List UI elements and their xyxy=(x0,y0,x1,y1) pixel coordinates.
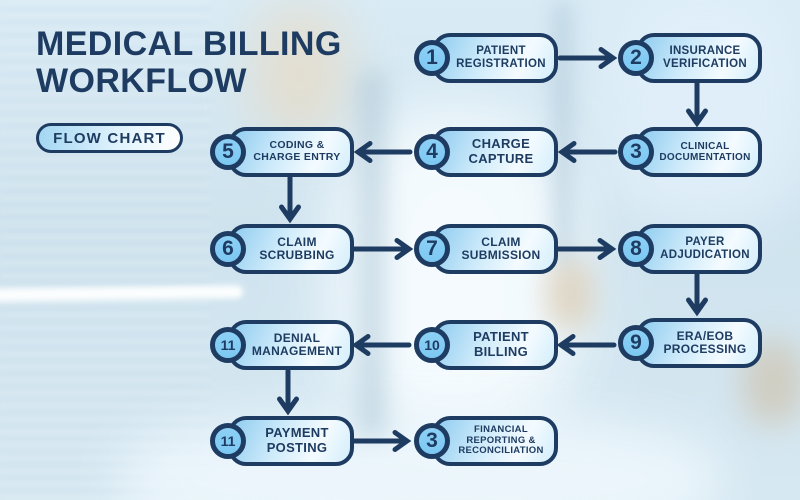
step-number-badge: 3 xyxy=(618,134,654,170)
step-label: CLINICAL DOCUMENTATION xyxy=(659,140,751,163)
flow-node-era-eob-processing: 9 ERA/EOB PROCESSING xyxy=(618,318,762,368)
flow-arrow-head xyxy=(351,334,371,356)
page-title: MEDICAL BILLING WORKFLOW xyxy=(36,26,406,100)
flow-arrow-head xyxy=(277,396,299,416)
bg-pillar xyxy=(358,70,386,440)
step-number-badge: 11 xyxy=(210,423,246,459)
step-label: PATIENT BILLING xyxy=(473,329,529,359)
flow-node-patient-billing: 10 PATIENT BILLING xyxy=(414,320,558,370)
badge-label: FLOW CHART xyxy=(53,129,166,147)
step-label: PAYMENT POSTING xyxy=(265,425,329,455)
step-number-badge: 5 xyxy=(210,134,246,170)
flow-node-payment-posting: 11 PAYMENT POSTING xyxy=(210,416,354,466)
title-line-2: WORKFLOW xyxy=(36,62,247,100)
step-label: ERA/EOB PROCESSING xyxy=(663,328,747,356)
step-label: CODING & CHARGE ENTRY xyxy=(253,139,341,163)
step-number-badge: 3 xyxy=(414,423,450,459)
step-number-badge: 2 xyxy=(618,40,654,76)
step-number-badge: 8 xyxy=(618,231,654,267)
step-label: CHARGE CAPTURE xyxy=(468,136,534,166)
step-label: PATIENT REGISTRATION xyxy=(456,45,546,70)
flow-node-claim-submission: 7 CLAIM SUBMISSION xyxy=(414,224,558,274)
bg-beige-blob xyxy=(546,258,594,330)
title-line-1: MEDICAL BILLING xyxy=(36,25,342,63)
step-label: INSURANCE VERIFICATION xyxy=(663,45,747,70)
flow-arrow-head xyxy=(392,430,412,452)
step-label: DENIAL MANAGEMENT xyxy=(251,330,343,358)
flow-arrow-head xyxy=(686,297,708,317)
flow-node-coding-charge-entry: 5 CODING & CHARGE ENTRY xyxy=(210,127,354,177)
step-label: PAYER ADJUDICATION xyxy=(660,236,750,261)
flow-arrow-head xyxy=(598,47,618,69)
step-number-badge: 4 xyxy=(414,134,450,170)
bg-doorframe xyxy=(554,0,571,265)
bg-beige-door xyxy=(252,5,347,140)
step-number-badge: 11 xyxy=(210,327,246,363)
flow-node-claim-scrubbing: 6 CLAIM SCRUBBING xyxy=(210,224,354,274)
flow-arrow-head xyxy=(556,334,576,356)
step-number-badge: 10 xyxy=(414,327,450,363)
step-number-badge: 9 xyxy=(618,325,654,361)
step-number-badge: 6 xyxy=(210,231,246,267)
step-number-badge: 1 xyxy=(414,40,450,76)
flow-arrow-head xyxy=(394,238,414,260)
flow-node-insurance-verification: 2 INSURANCE VERIFICATION xyxy=(618,33,762,83)
step-number-badge: 7 xyxy=(414,231,450,267)
header: MEDICAL BILLING WORKFLOW FLOW CHART xyxy=(36,26,406,153)
flow-node-charge-capture: 4 CHARGE CAPTURE xyxy=(414,127,558,177)
flow-arrow-head xyxy=(597,238,617,260)
step-label: CLAIM SUBMISSION xyxy=(461,234,541,262)
flow-arrow-head xyxy=(353,141,373,163)
flow-arrow-head xyxy=(686,108,708,128)
flow-arrow-head xyxy=(557,141,577,163)
bg-window-blinds xyxy=(0,0,210,500)
flow-chart-badge: FLOW CHART xyxy=(36,123,183,153)
flow-arrow-head xyxy=(279,204,301,224)
step-label: FINANCIAL REPORTING & RECONCILIATION xyxy=(458,424,544,457)
step-label: CLAIM SCRUBBING xyxy=(259,234,335,262)
